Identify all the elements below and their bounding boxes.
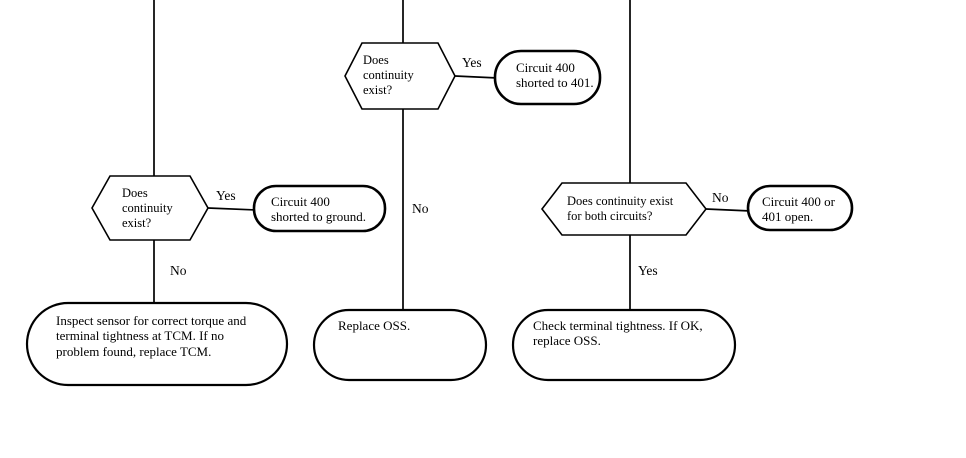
center-yes-result-pill[interactable] — [493, 49, 602, 106]
left-yes-result-pill[interactable] — [252, 184, 387, 233]
right-yes-action-stadium[interactable] — [511, 308, 737, 382]
connector-center-yes — [454, 75, 499, 79]
center-decision-hexagon[interactable] — [344, 42, 456, 110]
connector-right-no — [705, 208, 752, 212]
connector-left-yes — [207, 207, 258, 211]
center-no-action-stadium[interactable] — [312, 308, 488, 382]
left-decision-hexagon[interactable] — [91, 175, 209, 241]
right-no-result-pill[interactable] — [746, 184, 854, 232]
right-decision-hexagon[interactable] — [540, 182, 708, 236]
left-no-action-stadium[interactable] — [25, 301, 289, 387]
